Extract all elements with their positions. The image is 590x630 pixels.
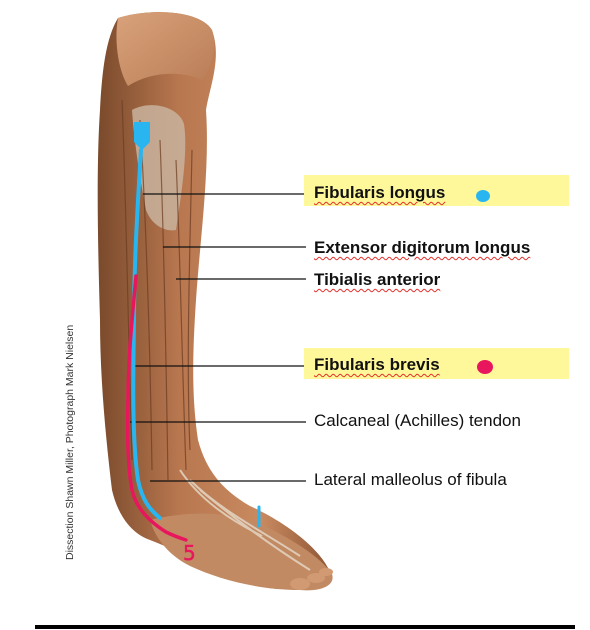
- bottom-divider: [35, 625, 575, 629]
- knee-skin: [116, 12, 215, 86]
- fibularis-brevis-trace: [125, 274, 188, 542]
- fibularis-brevis-highlight: [304, 348, 569, 379]
- toes: [290, 568, 333, 590]
- label-extensor-digitorum-longus: Extensor digitorum longus: [314, 238, 530, 258]
- leader-lines: [130, 193, 306, 482]
- label-lateral-malleolus: Lateral malleolus of fibula: [314, 470, 507, 489]
- ankle-tendons: [179, 469, 311, 571]
- label-tibialis-anterior-text: Tibialis anterior: [314, 270, 441, 289]
- fibularis-longus-trace: [131, 122, 261, 528]
- label-fibularis-longus: Fibularis longus: [314, 183, 446, 202]
- label-tibialis-anterior: Tibialis anterior: [314, 270, 440, 290]
- label-fibularis-brevis: Fibularis brevis: [314, 355, 440, 374]
- tendon-number-marker: 5: [183, 541, 196, 565]
- label-extensor-digitorum-longus-text: Extensor digitorum longus: [314, 238, 531, 257]
- foot: [150, 513, 333, 591]
- fibularis-longus-highlight: [304, 175, 569, 206]
- photo-credit: Dissection Shawn Miller, Photograph Mark…: [64, 324, 76, 560]
- label-calcaneal-tendon: Calcaneal (Achilles) tendon: [314, 411, 521, 430]
